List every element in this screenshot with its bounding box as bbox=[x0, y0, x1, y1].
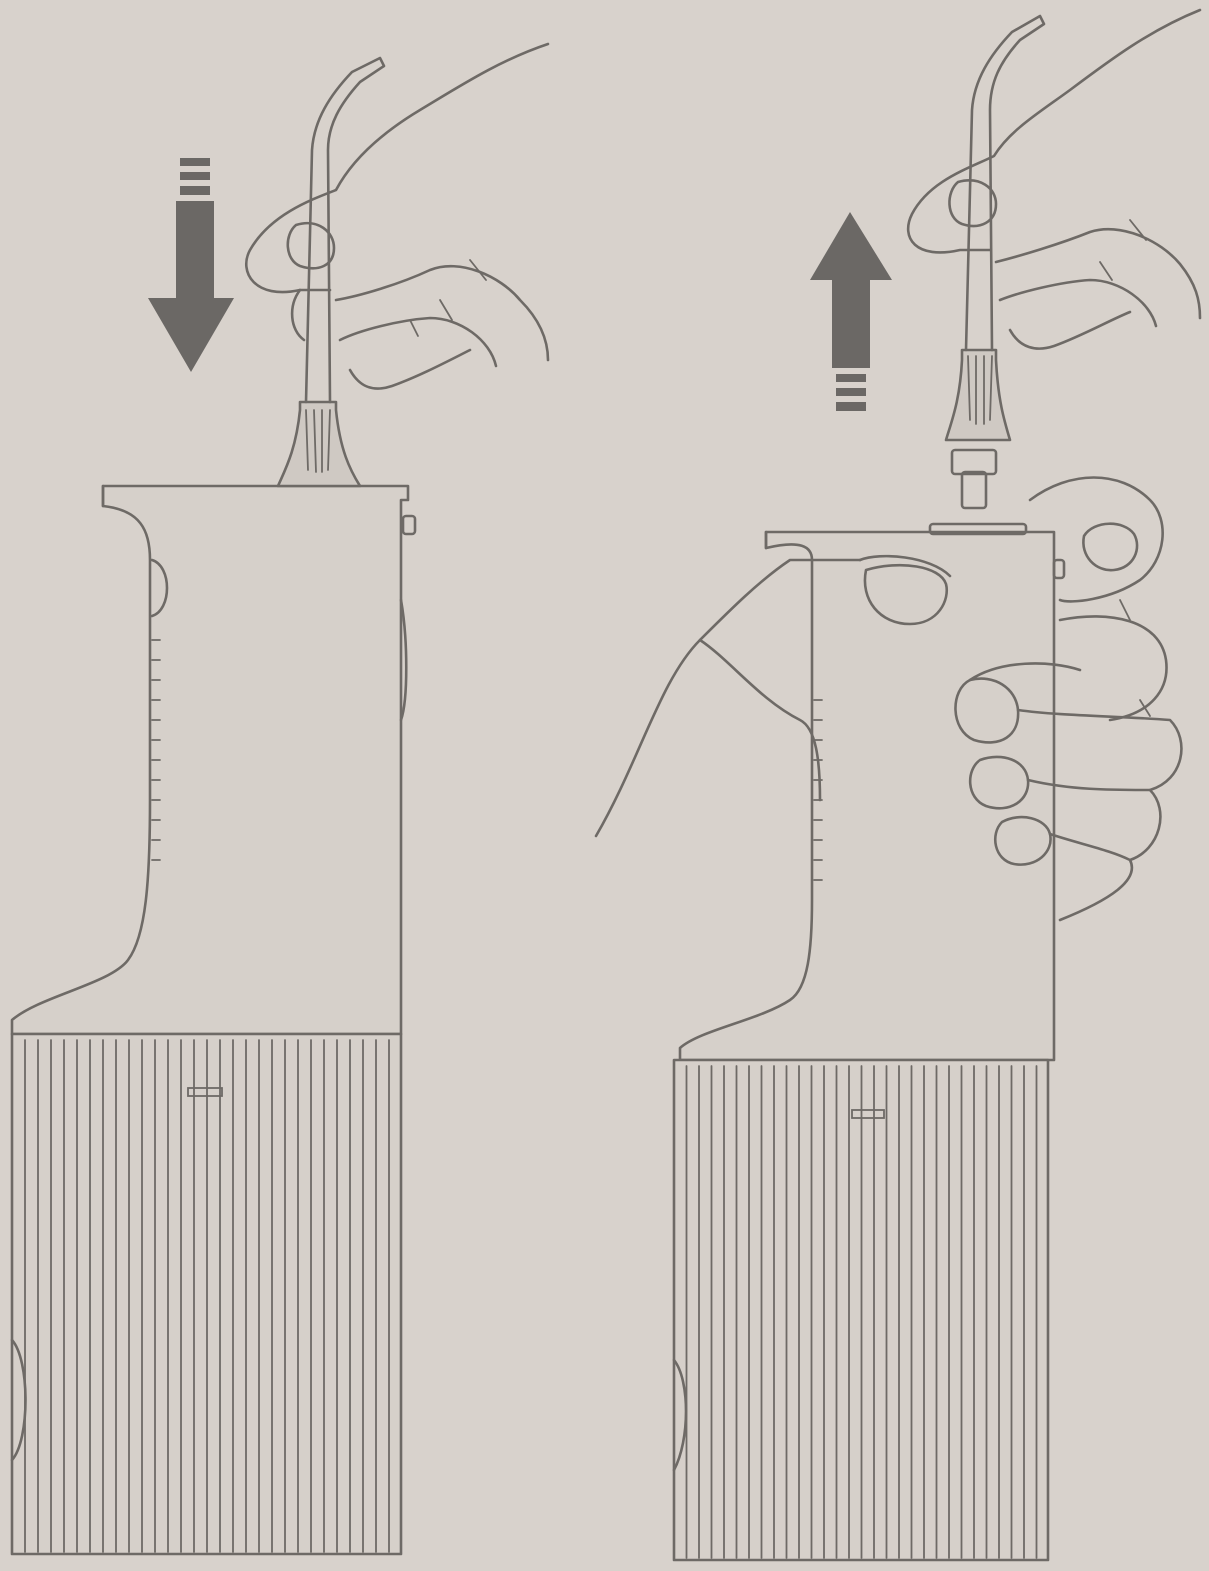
up-arrow-icon bbox=[810, 212, 892, 411]
down-arrow-icon bbox=[148, 158, 234, 372]
water-tank bbox=[674, 1060, 1048, 1560]
water-flosser-body bbox=[12, 486, 415, 1034]
hand-holding-nozzle bbox=[246, 44, 548, 389]
panel-remove-nozzle bbox=[596, 10, 1200, 1560]
water-tank bbox=[12, 1034, 401, 1554]
panel-insert-nozzle bbox=[12, 44, 548, 1554]
hand-holding-nozzle bbox=[908, 10, 1200, 349]
nozzle-tip bbox=[278, 58, 384, 486]
